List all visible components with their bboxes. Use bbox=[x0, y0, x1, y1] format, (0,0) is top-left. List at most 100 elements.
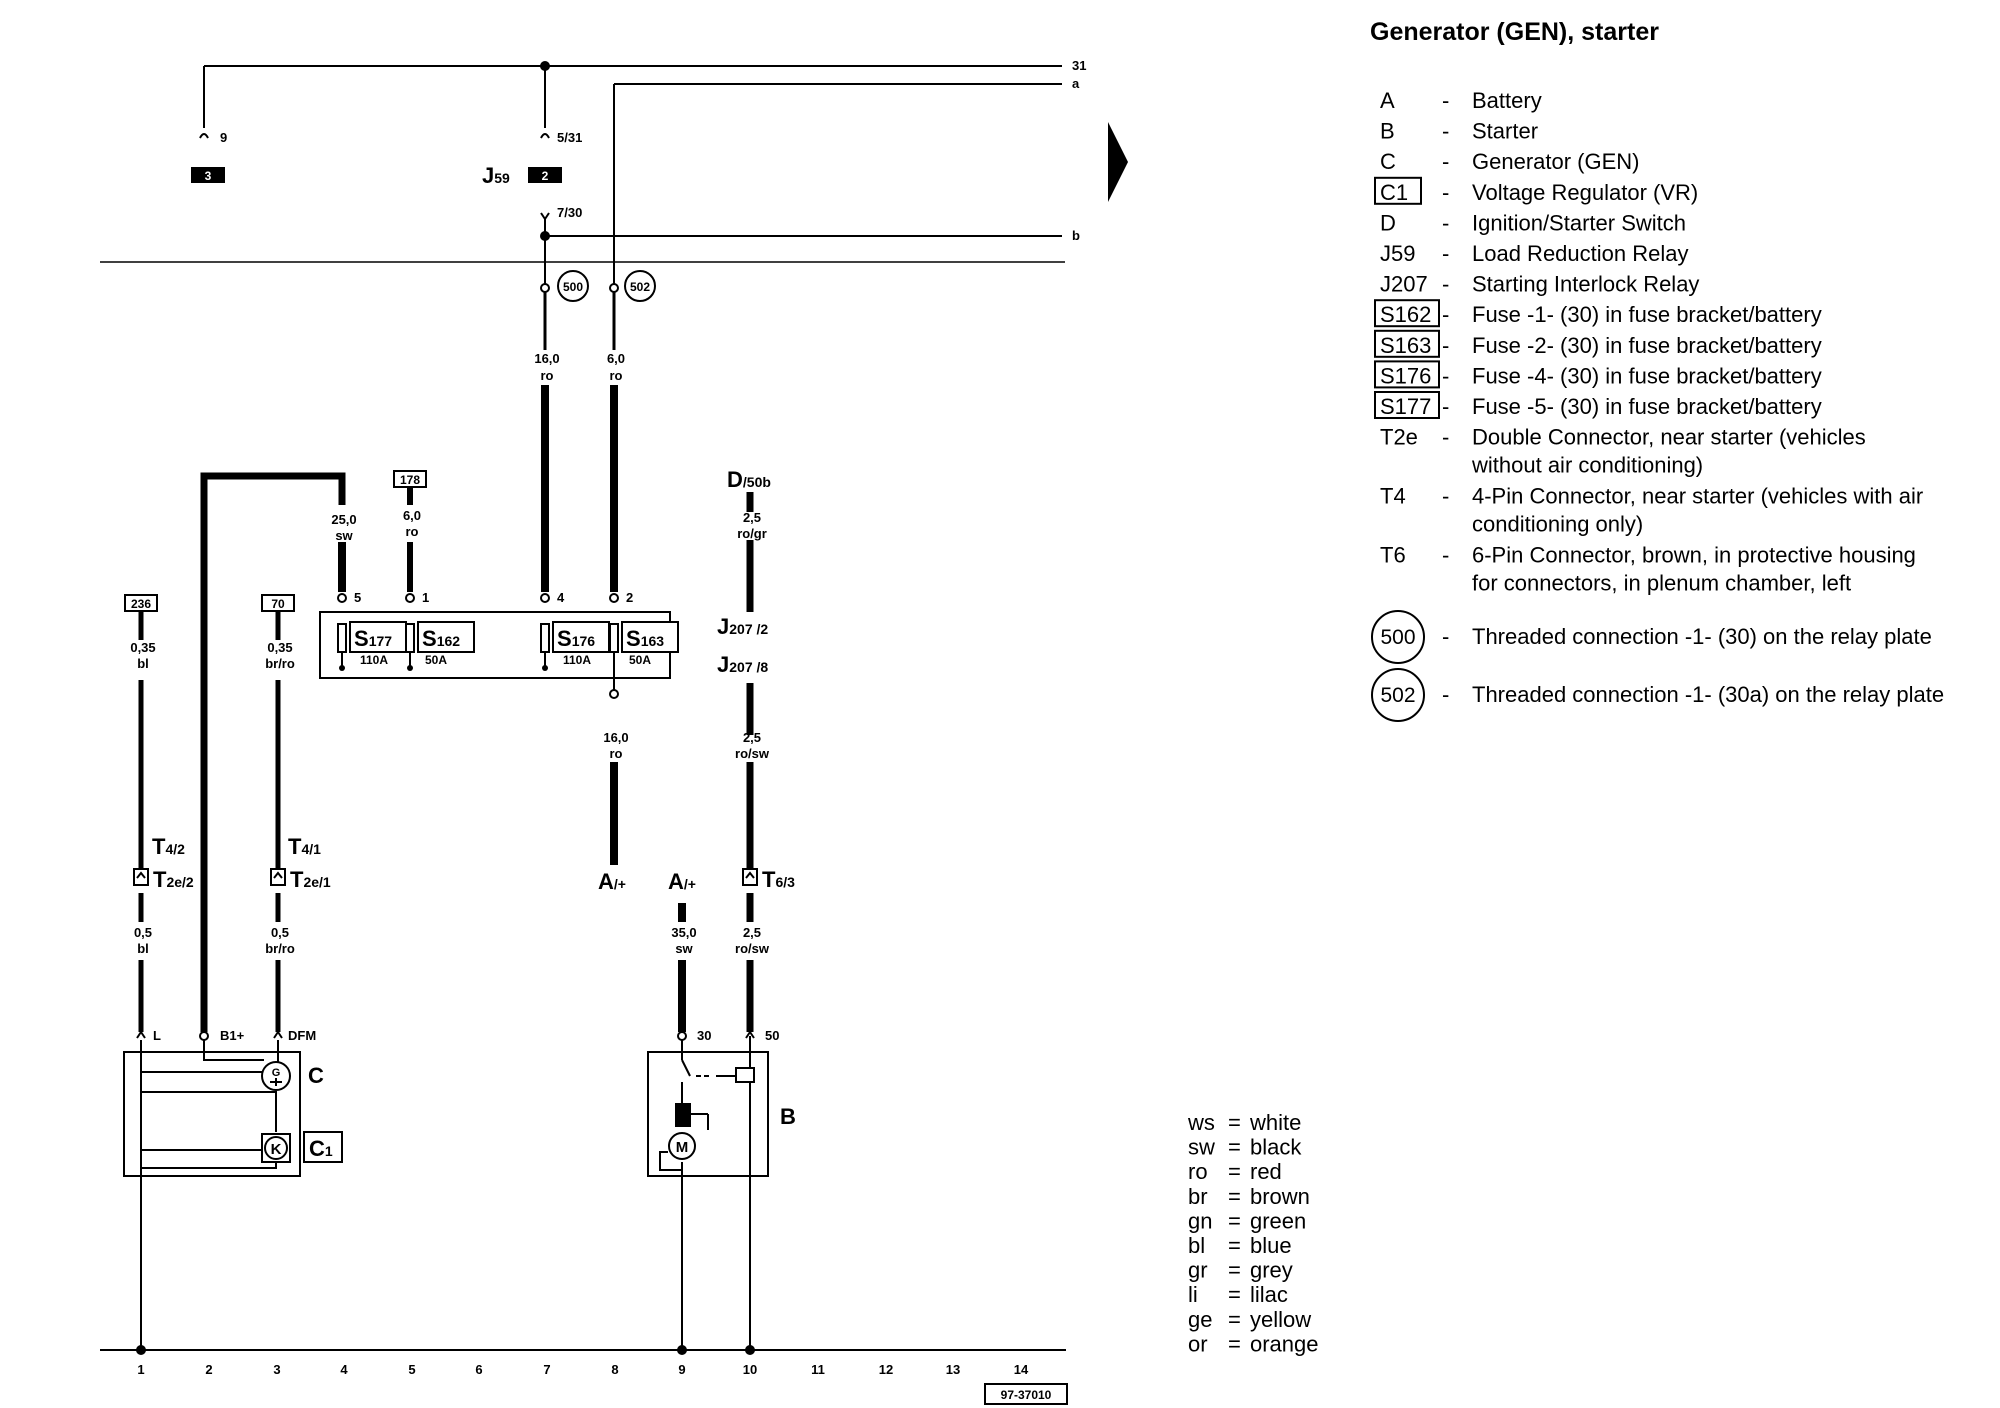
legend-item: T4-4-Pin Connector, near starter (vehicl… bbox=[1380, 484, 1923, 537]
color-eq: = bbox=[1228, 1307, 1241, 1332]
location-11: 11 bbox=[811, 1362, 825, 1377]
fuse-pin-5: 5 bbox=[354, 590, 361, 605]
threaded-legend-bubble bbox=[1371, 610, 1425, 664]
svg-text:S162: S162 bbox=[422, 626, 460, 651]
legend-item: J207-Starting Interlock Relay bbox=[1380, 272, 1699, 297]
wire-loc7-top-color: ro bbox=[541, 368, 554, 383]
color-name: red bbox=[1250, 1159, 1282, 1184]
j207-pin-8-label: J207 /8 bbox=[717, 652, 768, 677]
location-6: 6 bbox=[475, 1362, 482, 1377]
legend-code: J59 bbox=[1380, 241, 1415, 266]
legend-threaded-item: 500-Threaded connection -1- (30) on the … bbox=[1371, 610, 1932, 664]
color-eq: = bbox=[1228, 1282, 1241, 1307]
color-code-item: bl=blue bbox=[1188, 1233, 1292, 1258]
legend-item: S176-Fuse -4- (30) in fuse bracket/batte… bbox=[1374, 360, 1822, 389]
wire-loc7-top-size: 16,0 bbox=[534, 351, 559, 366]
starter-internals bbox=[659, 1036, 755, 1330]
legend-desc: Battery bbox=[1472, 88, 1542, 113]
threaded-500-bubble bbox=[557, 270, 589, 302]
color-codes: ws=whitesw=blackro=redbr=browngn=greenbl… bbox=[1187, 1110, 1319, 1356]
legend-code-box bbox=[1374, 329, 1440, 358]
fuse-pin-2: 2 bbox=[626, 590, 633, 605]
color-code-item: li=lilac bbox=[1188, 1282, 1288, 1307]
color-code-item: gr=grey bbox=[1188, 1258, 1293, 1283]
wire-loc5-color: ro bbox=[406, 524, 419, 539]
legend-code: S162 bbox=[1380, 302, 1431, 327]
fuse-pin-1: 1 bbox=[422, 590, 429, 605]
legend-threaded-item: 502 -Threaded connection -1- (30a) on the… bbox=[1371, 668, 1944, 722]
wire-loc1-bot-size: 0,5 bbox=[134, 925, 152, 940]
color-abbr: ge bbox=[1188, 1307, 1212, 1332]
battery-label-loc9: A/+ bbox=[668, 869, 696, 894]
connector-t6-3-label: T6/3 bbox=[762, 867, 795, 892]
legend-desc-cont: conditioning only) bbox=[1472, 512, 1643, 537]
switch-d-label: D/50b bbox=[727, 467, 771, 492]
threaded-502-label: 502 bbox=[630, 280, 650, 294]
ref-70: 70 bbox=[271, 597, 285, 611]
color-eq: = bbox=[1228, 1110, 1241, 1135]
legend-item: T2e-Double Connector, near starter (vehi… bbox=[1380, 425, 1866, 478]
color-eq: = bbox=[1228, 1135, 1241, 1160]
legend-item: C-Generator (GEN) bbox=[1380, 149, 1640, 174]
wire-loc8-top-color: ro bbox=[610, 368, 623, 383]
wire-loc10-top-color: ro/gr bbox=[737, 526, 767, 541]
legend-code: T4 bbox=[1380, 484, 1406, 509]
connector-t2e-1-label: T2e/1 bbox=[290, 867, 331, 892]
legend-threaded-code: 502 bbox=[1380, 684, 1415, 707]
generator-internals bbox=[140, 1040, 279, 1330]
wire-loc8-bot-size: 16,0 bbox=[603, 730, 628, 745]
wire-loc1-top-size: 0,35 bbox=[130, 640, 155, 655]
legend-code-box bbox=[1374, 391, 1440, 419]
relay-pin-7-30: 7/30 bbox=[557, 205, 582, 220]
location-2: 2 bbox=[205, 1362, 212, 1377]
legend-dash: - bbox=[1442, 333, 1449, 358]
fuse-s162: S162 50A bbox=[405, 621, 475, 667]
ref-178-box bbox=[393, 470, 427, 488]
legend-item: D-Ignition/Starter Switch bbox=[1380, 210, 1686, 235]
svg-text:50A: 50A bbox=[425, 653, 447, 667]
location-13: 13 bbox=[946, 1362, 960, 1377]
connector-t2e-2-icon bbox=[133, 868, 149, 886]
color-name: orange bbox=[1250, 1331, 1319, 1356]
color-code-item: gn=green bbox=[1188, 1208, 1306, 1233]
fuse-s176: S176 110A bbox=[540, 621, 610, 667]
color-abbr: li bbox=[1188, 1282, 1198, 1307]
svg-text:50A: 50A bbox=[629, 653, 651, 667]
relay-pin-9: 9 bbox=[220, 130, 227, 145]
color-abbr: br bbox=[1188, 1184, 1208, 1209]
legend-threaded-desc: Threaded connection -1- (30a) on the rel… bbox=[1472, 682, 1944, 707]
location-14: 14 bbox=[1014, 1362, 1029, 1377]
legend-code: C1 bbox=[1380, 180, 1408, 205]
legend-desc: Fuse -1- (30) in fuse bracket/battery bbox=[1472, 302, 1822, 327]
connector-t4-2-label: T4/2 bbox=[152, 834, 185, 859]
ref-236-box bbox=[124, 594, 158, 612]
legend-desc: Fuse -2- (30) in fuse bracket/battery bbox=[1472, 333, 1822, 358]
color-abbr: ro bbox=[1188, 1159, 1208, 1184]
wire-loc4-color: sw bbox=[335, 528, 353, 543]
legend-dash: - bbox=[1442, 484, 1449, 509]
legend-desc: Load Reduction Relay bbox=[1472, 241, 1688, 266]
color-name: yellow bbox=[1250, 1307, 1311, 1332]
color-eq: = bbox=[1228, 1258, 1241, 1283]
legend-dash: - bbox=[1442, 241, 1449, 266]
color-abbr: gr bbox=[1188, 1258, 1208, 1283]
legend-item: T6-6-Pin Connector, brown, in protective… bbox=[1380, 543, 1916, 596]
legend-code: T6 bbox=[1380, 543, 1406, 568]
legend-item: S162-Fuse -1- (30) in fuse bracket/batte… bbox=[1374, 299, 1822, 328]
legend-item: S177-Fuse -5- (30) in fuse bracket/batte… bbox=[1374, 391, 1822, 419]
legend-dash: - bbox=[1442, 394, 1449, 419]
legend-desc: Generator (GEN) bbox=[1472, 149, 1640, 174]
ref-70-box bbox=[261, 594, 295, 612]
legend-code: B bbox=[1380, 119, 1395, 144]
legend-threaded: 500-Threaded connection -1- (30) on the … bbox=[1371, 610, 1944, 722]
color-name: white bbox=[1249, 1110, 1301, 1135]
color-abbr: bl bbox=[1188, 1233, 1205, 1258]
legend-code-box bbox=[1374, 360, 1440, 389]
legend-desc: Starting Interlock Relay bbox=[1472, 272, 1699, 297]
legend-item: S163-Fuse -2- (30) in fuse bracket/batte… bbox=[1374, 329, 1822, 358]
gen-pin-l: L bbox=[153, 1028, 161, 1043]
legend-dash: - bbox=[1442, 682, 1449, 707]
relay-slot-2-box bbox=[528, 167, 562, 183]
